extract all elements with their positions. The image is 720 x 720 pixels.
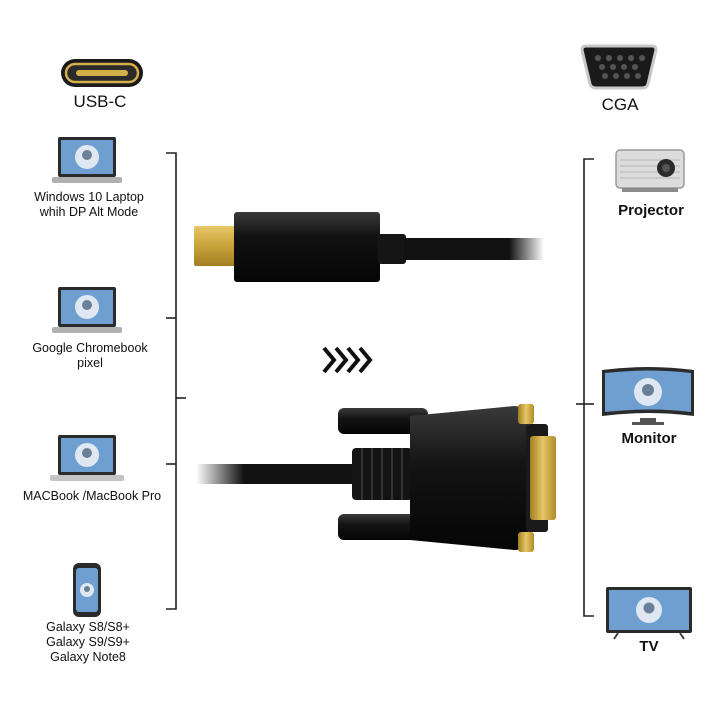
projector-icon bbox=[614, 146, 686, 196]
usb-c-label: USB-C bbox=[73, 92, 127, 111]
output-label-projector: Projector bbox=[618, 202, 684, 219]
outputs-bracket bbox=[574, 156, 604, 620]
source-label-macbook: MACBook /MacBook Pro bbox=[22, 489, 162, 503]
laptop-icon bbox=[48, 433, 126, 485]
laptop-icon bbox=[50, 285, 124, 337]
tv-icon bbox=[604, 585, 694, 641]
cga-label: CGA bbox=[601, 95, 639, 114]
output-label-monitor: Monitor bbox=[621, 430, 677, 447]
sources-bracket bbox=[164, 150, 194, 612]
chevron-arrows-icon bbox=[320, 344, 378, 376]
usb-c-port-icon bbox=[60, 58, 144, 88]
vga-cable-illustration bbox=[196, 398, 568, 558]
usb-c-cable-illustration bbox=[194, 206, 544, 290]
phone-icon bbox=[72, 562, 102, 618]
source-label-galaxy: Galaxy S8/S8+ Galaxy S9/S9+ Galaxy Note8 bbox=[46, 620, 130, 664]
monitor-icon bbox=[600, 366, 696, 428]
source-label-chromebook: Google Chromebook pixel bbox=[32, 341, 148, 370]
output-label-tv: TV bbox=[639, 638, 659, 655]
laptop-icon bbox=[50, 135, 124, 187]
source-label-windows-laptop: Windows 10 Laptop whih DP Alt Mode bbox=[34, 190, 144, 219]
cga-port-icon bbox=[578, 44, 660, 90]
